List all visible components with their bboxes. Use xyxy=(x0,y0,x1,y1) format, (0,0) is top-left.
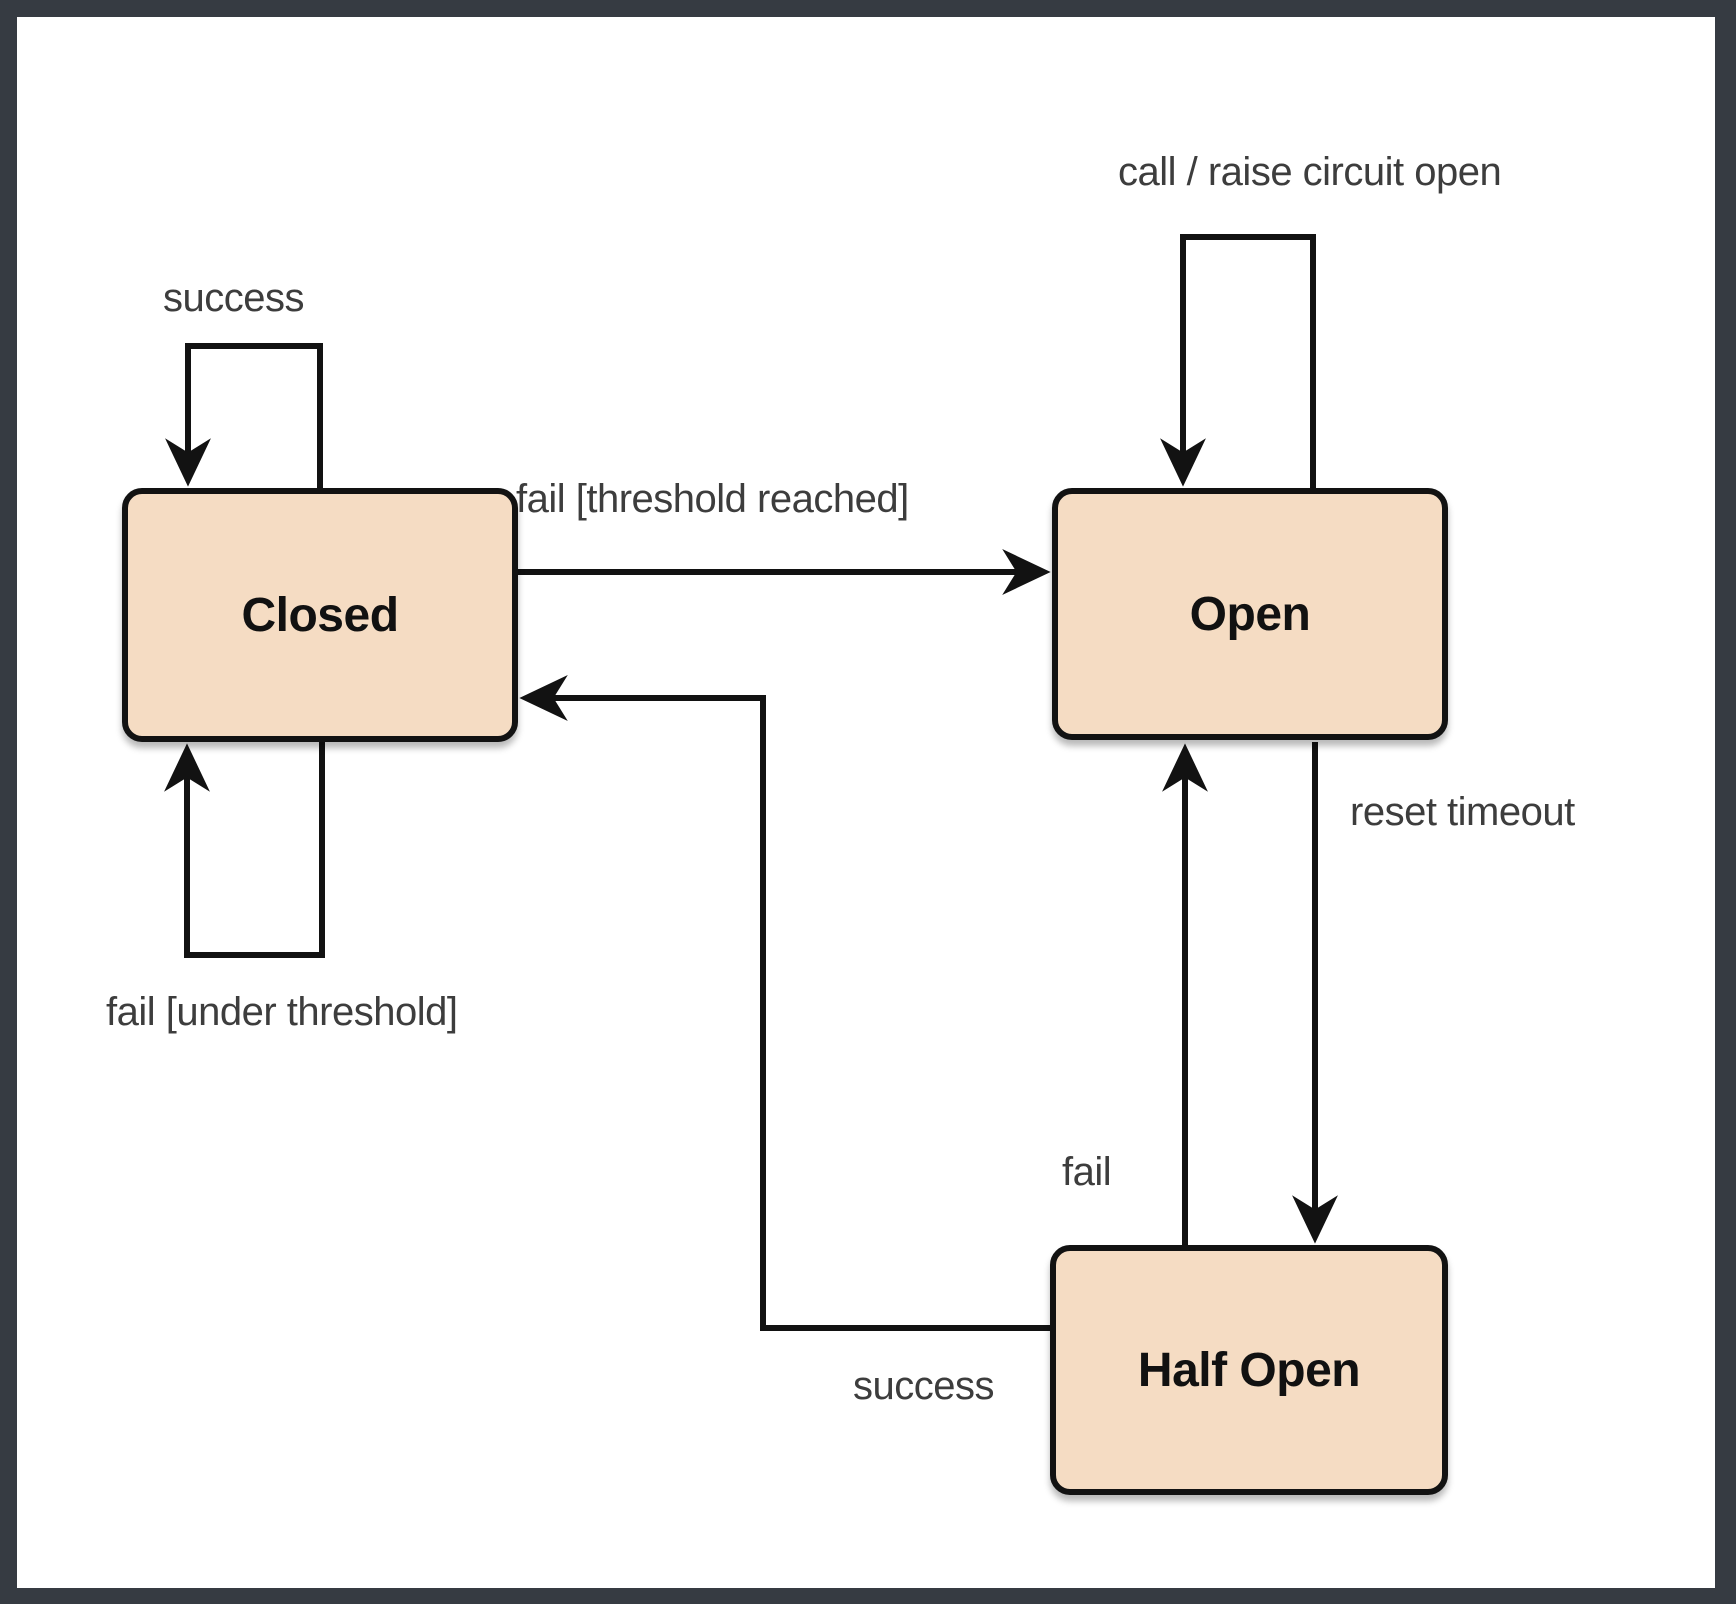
state-label-half-open: Half Open xyxy=(1137,1343,1361,1397)
state-label-closed: Closed xyxy=(241,588,399,642)
edge-label-open-to-halfopen-reset-timeout: reset timeout xyxy=(1350,790,1575,834)
edge-label-closed-to-open-fail-threshold: fail [threshold reached] xyxy=(516,477,909,521)
state-box-closed: Closed xyxy=(122,488,518,742)
edge-label-halfopen-to-closed-success: success xyxy=(853,1364,995,1408)
state-label-open: Open xyxy=(1189,587,1311,641)
edge-open-call-raise-self-loop xyxy=(1160,234,1316,488)
state-box-half-open: Half Open xyxy=(1050,1245,1448,1495)
edge-label-closed-fail-under-threshold: fail [under threshold] xyxy=(106,990,458,1034)
edge-label-open-call-raise-circuit-open: call / raise circuit open xyxy=(1118,150,1502,194)
edge-closed-fail-under-threshold-self-loop xyxy=(164,742,325,958)
edge-closed-success-self-loop xyxy=(165,343,323,488)
edge-label-closed-success: success xyxy=(163,276,305,320)
state-box-open: Open xyxy=(1052,488,1448,740)
edge-label-halfopen-to-open-fail: fail xyxy=(1062,1150,1112,1194)
edge-halfopen-to-closed-success xyxy=(519,675,1050,1331)
